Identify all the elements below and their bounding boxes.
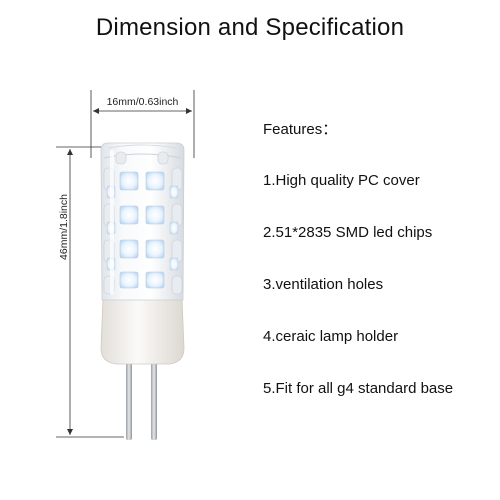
features-heading: Features： [263,121,338,138]
g4-led-bulb [100,142,185,440]
feature-item: 2.51*2835 SMD led chips [263,224,433,241]
feature-item: 5.Fit for all g4 standard base [263,380,454,397]
ceramic-base [100,297,185,365]
pin-left [126,360,132,440]
height-dimension-label: 46mm/1.8inch [58,194,70,260]
page-title: Dimension and Specification [95,14,405,41]
feature-item: 1.High quality PC cover [263,172,420,189]
feature-item: 3.ventilation holes [263,276,384,293]
pin-right [151,360,157,440]
feature-item: 4.ceraic lamp holder [263,328,399,345]
width-dimension-label: 16mm/0.63inch [106,96,179,108]
led-chips [106,171,179,289]
